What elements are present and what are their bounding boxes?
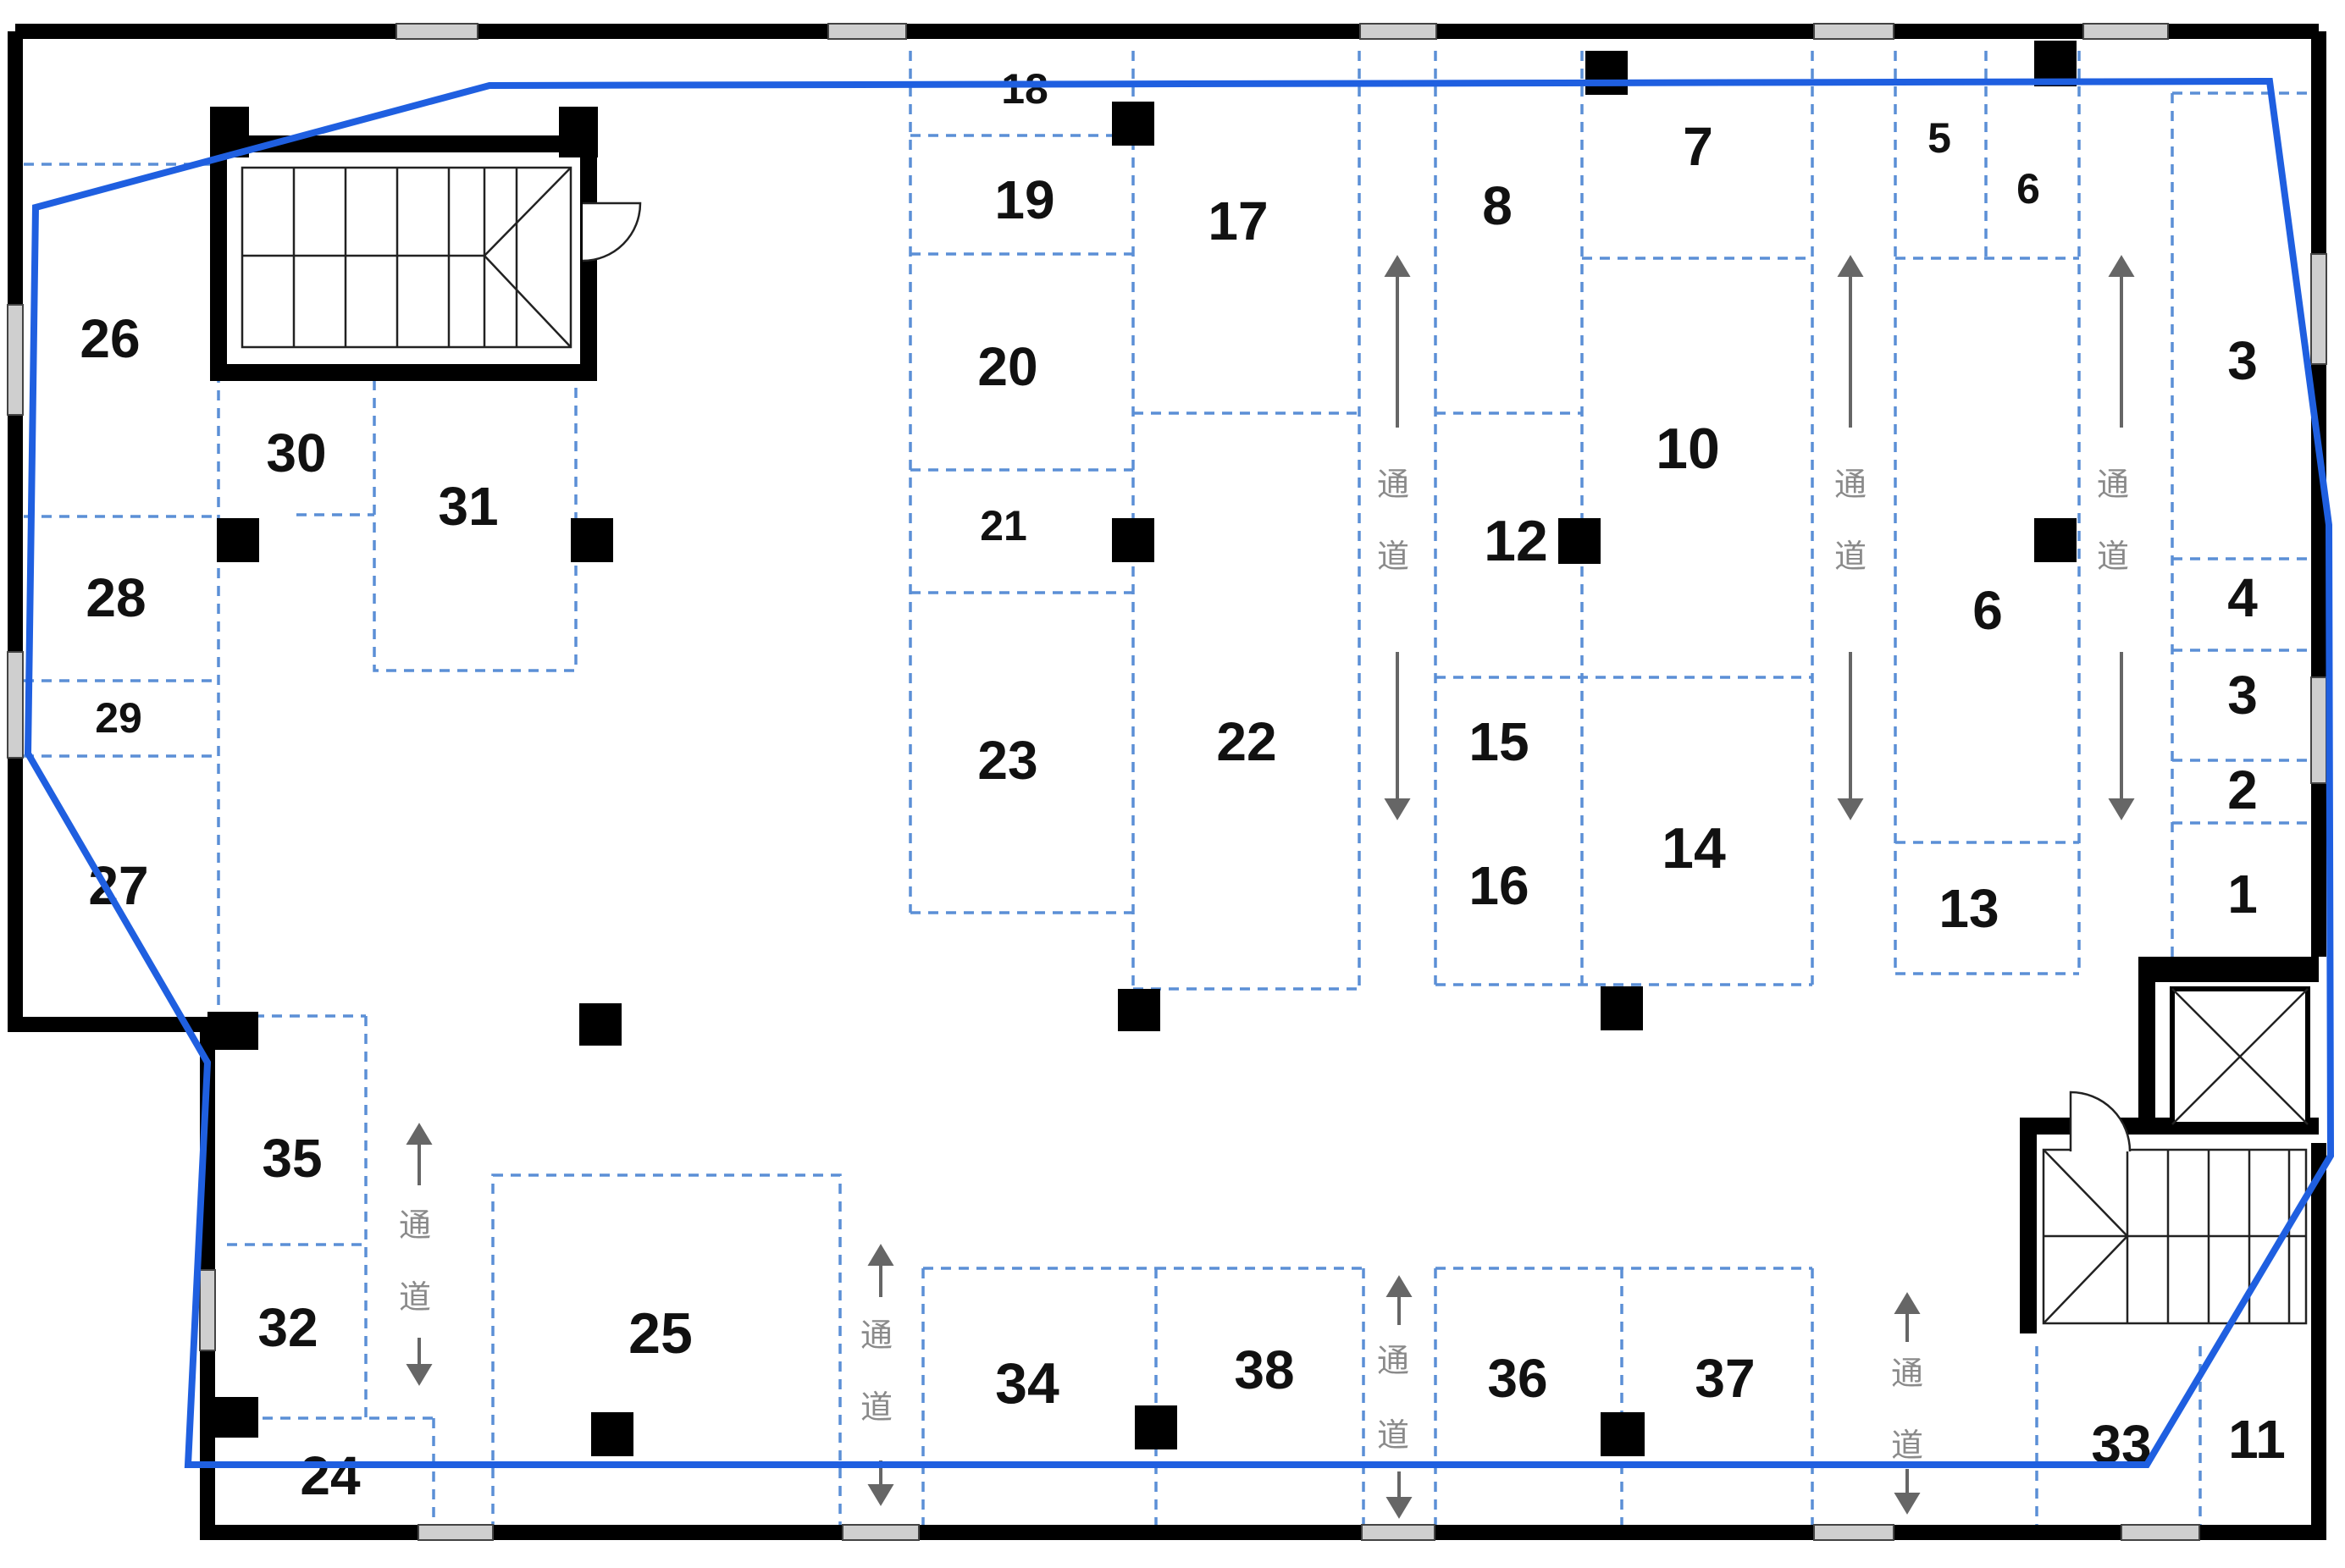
highlight-boundary xyxy=(24,77,2335,1468)
unit-label: 15 xyxy=(1468,711,1529,772)
unit-label: 7 xyxy=(1683,116,1713,177)
unit-label: 3 xyxy=(2227,330,2258,391)
aisle-label: 道 xyxy=(860,1389,893,1426)
unit-label: 20 xyxy=(977,336,1037,397)
unit-label: 30 xyxy=(266,422,326,483)
unit-label: 32 xyxy=(257,1297,318,1358)
unit-label: 23 xyxy=(977,730,1037,791)
unit-label: 8 xyxy=(1482,175,1513,236)
aisle-label: 道 xyxy=(1377,1416,1409,1454)
aisle-label: 道 xyxy=(1891,1427,1923,1464)
unit-label: 10 xyxy=(1656,417,1720,481)
aisle-label: 通 xyxy=(1377,1342,1409,1379)
unit-label: 4 xyxy=(2227,567,2258,628)
aisle-label: 通 xyxy=(2097,466,2129,503)
unit-label: 37 xyxy=(1695,1348,1755,1409)
unit-label: 31 xyxy=(438,476,498,537)
unit-label: 29 xyxy=(95,694,142,742)
unit-label: 25 xyxy=(628,1301,693,1366)
unit-labels: 18 19 17 8 7 5 6 26 20 3 10 30 31 21 12 … xyxy=(80,65,2285,1506)
unit-label: 19 xyxy=(994,169,1054,230)
unit-label: 5 xyxy=(1927,114,1951,162)
aisle-label: 通 xyxy=(399,1206,431,1244)
aisle-label: 通 xyxy=(1891,1355,1923,1392)
unit-label: 1 xyxy=(2227,864,2258,925)
unit-label: 6 xyxy=(2016,165,2040,213)
unit-label: 26 xyxy=(80,308,140,369)
unit-label: 2 xyxy=(2227,759,2258,820)
columns xyxy=(207,41,2077,1456)
aisle-label: 道 xyxy=(399,1278,431,1316)
unit-label: 38 xyxy=(1234,1339,1294,1400)
aisle-label: 通 xyxy=(1834,466,1867,503)
unit-label: 34 xyxy=(995,1351,1059,1416)
aisle-label: 通 xyxy=(1377,466,1409,503)
stairwell-bottom-right xyxy=(2020,957,2319,1333)
unit-label: 13 xyxy=(1938,878,1999,939)
windows xyxy=(7,23,2327,1541)
aisle-arrows xyxy=(406,255,2135,1519)
unit-label: 16 xyxy=(1468,855,1529,916)
aisle-label: 道 xyxy=(2097,538,2129,575)
unit-label: 22 xyxy=(1216,711,1276,772)
unit-label: 24 xyxy=(300,1445,361,1506)
unit-label: 11 xyxy=(2228,1409,2286,1470)
aisle-label: 道 xyxy=(1834,538,1867,575)
unit-label: 35 xyxy=(262,1128,322,1189)
aisle-label: 通 xyxy=(860,1317,893,1354)
stairwell-top-left xyxy=(210,107,642,381)
unit-label: 6 xyxy=(1972,580,2003,641)
unit-label: 17 xyxy=(1208,190,1268,251)
unit-label: 12 xyxy=(1484,509,1548,573)
aisle-labels: 通 道 通 道 通 道 通 道 通 道 通 道 通 道 xyxy=(399,466,2129,1464)
unit-label: 18 xyxy=(1001,65,1048,113)
unit-label: 28 xyxy=(86,567,146,628)
unit-label: 21 xyxy=(980,502,1027,549)
unit-label: 14 xyxy=(1662,816,1726,881)
stall-grid xyxy=(24,51,2312,1532)
unit-label: 3 xyxy=(2227,665,2258,726)
unit-label: 36 xyxy=(1487,1348,1547,1409)
aisle-label: 道 xyxy=(1377,538,1409,575)
